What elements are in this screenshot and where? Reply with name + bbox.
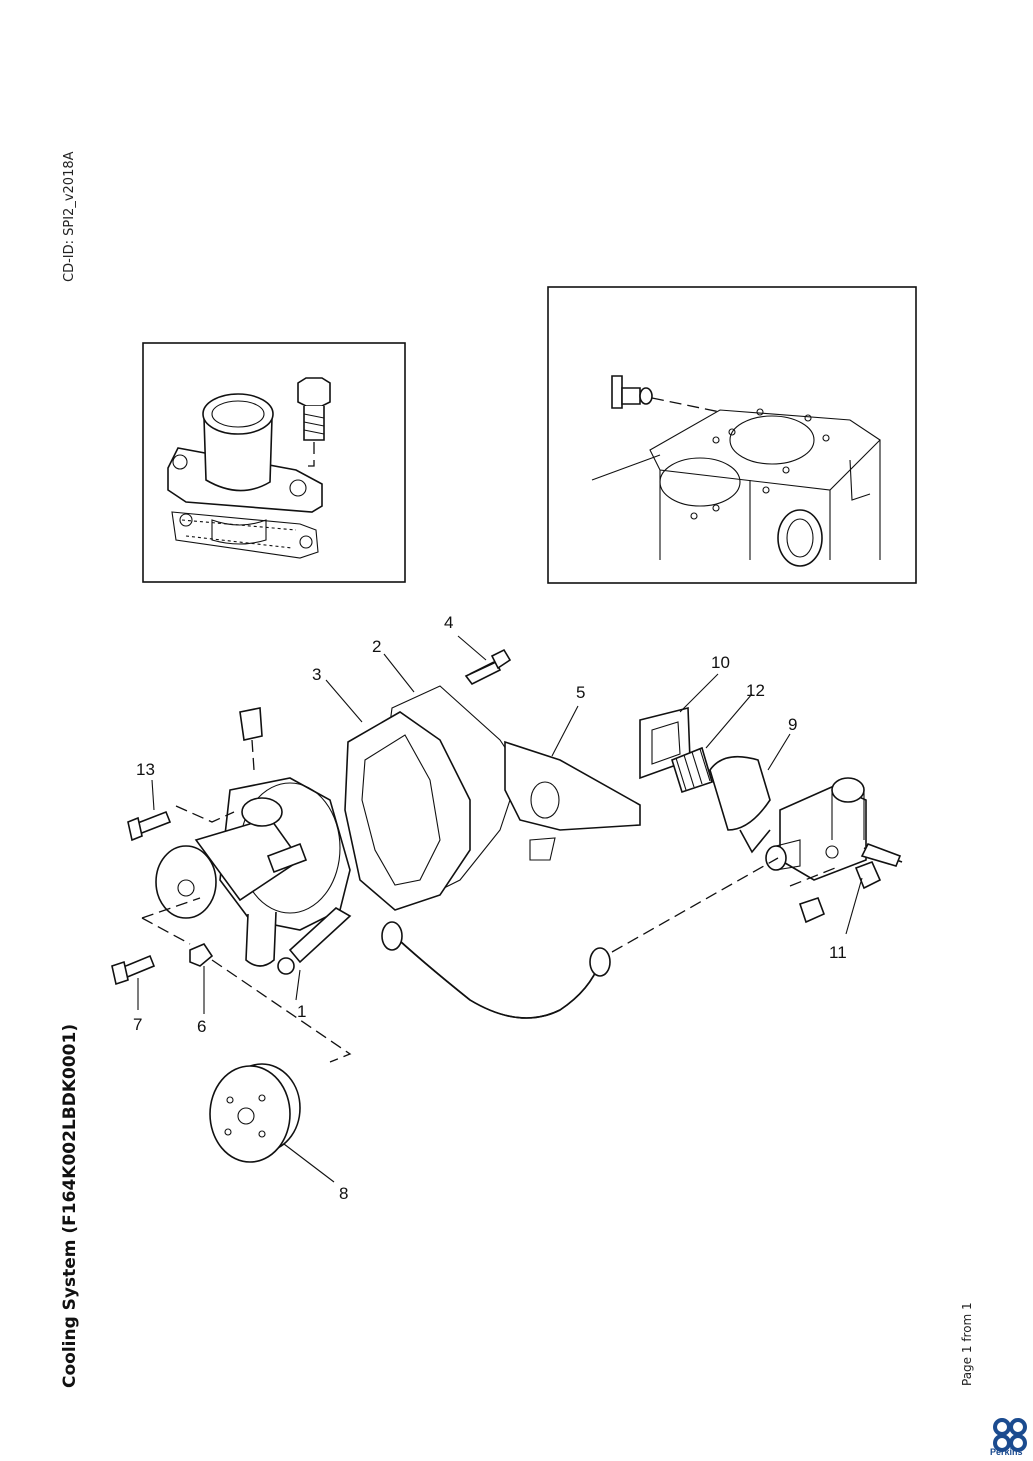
callout-10: 10 [711, 653, 730, 672]
brand-label: Perkins [990, 1447, 1023, 1457]
leader-lines [137, 635, 863, 1183]
callout-4: 4 [444, 613, 453, 632]
callouts: 1 2 3 4 5 6 7 8 9 10 11 12 13 [133, 613, 847, 1203]
part-12-spring [671, 746, 713, 794]
callout-8: 8 [339, 1184, 348, 1203]
part-3-backplate [344, 711, 471, 911]
inset-cylinder-block [547, 286, 917, 584]
part-9-thermostat [709, 755, 771, 854]
inset-outlet-elbow [142, 342, 406, 583]
callout-6: 6 [197, 1017, 206, 1036]
main-assembly [111, 648, 903, 1163]
callout-3: 3 [312, 665, 321, 684]
part-4-bolt [464, 648, 512, 686]
water-pump [155, 707, 352, 975]
hose [381, 921, 611, 1019]
callout-9: 9 [788, 715, 797, 734]
callout-13: 13 [136, 760, 155, 779]
callout-12: 12 [746, 681, 765, 700]
perkins-logo [993, 1418, 1027, 1452]
part-11-housing [765, 777, 867, 881]
callout-7: 7 [133, 1015, 142, 1034]
callout-2: 2 [372, 637, 381, 656]
part-5-plate [504, 740, 641, 861]
callout-5: 5 [576, 683, 585, 702]
callout-11: 11 [829, 943, 847, 962]
part-8-pulley [209, 1063, 301, 1163]
callout-1: 1 [297, 1002, 306, 1021]
